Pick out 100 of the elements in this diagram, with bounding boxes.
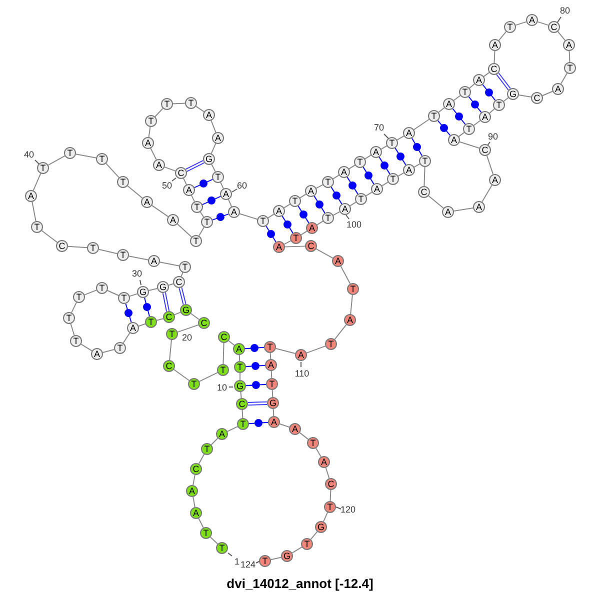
backbone-line	[340, 266, 351, 284]
backbone-line	[242, 410, 244, 418]
backbone-line	[174, 312, 181, 316]
base-pair-bond	[143, 297, 151, 317]
backbone-line	[210, 143, 216, 154]
backbone-line	[486, 155, 494, 175]
backbone-line	[316, 184, 324, 189]
backbone-line	[198, 226, 204, 236]
base-pair-bond	[482, 84, 496, 101]
position-number: 110	[294, 370, 310, 378]
position-number: 70	[374, 124, 384, 132]
backbone-line	[41, 230, 58, 243]
backbone-line	[557, 31, 566, 41]
base-pair-bond	[246, 381, 266, 389]
position-number: 80	[560, 6, 570, 16]
backbone-line	[560, 72, 568, 84]
backbone-line	[200, 212, 204, 218]
backbone-line	[424, 166, 426, 186]
backbone-line	[537, 21, 549, 26]
backbone-line	[350, 294, 353, 315]
backbone-line	[164, 166, 176, 172]
backbone-line	[192, 496, 196, 508]
base-pair-bond	[248, 419, 268, 427]
base-pair-bond	[162, 292, 170, 312]
backbone-line	[364, 154, 372, 160]
backbone-line	[148, 288, 158, 292]
backbone-line	[284, 246, 306, 248]
backbone-line	[75, 154, 97, 158]
backbone-line	[151, 204, 169, 218]
backbone-line	[330, 490, 332, 502]
backbone-line	[32, 201, 36, 222]
backbone-line	[482, 184, 492, 202]
base-pair-bond	[362, 166, 374, 184]
base-pair-bond	[437, 120, 451, 136]
backbone-line	[172, 102, 186, 104]
backbone-line	[414, 163, 420, 168]
backbone-line	[498, 31, 507, 41]
position-number: 120	[340, 506, 356, 514]
backbone-line	[128, 256, 149, 260]
position-number: 100	[346, 220, 362, 230]
backbone-line	[196, 106, 204, 112]
base-pair-bond	[194, 178, 214, 188]
position-number: 124	[240, 560, 256, 570]
backbone-line	[32, 173, 42, 191]
backbone-line	[284, 240, 292, 245]
backbone-line	[150, 148, 157, 160]
backbone-line	[98, 248, 118, 254]
backbone-line	[222, 342, 224, 364]
backbone-line	[129, 293, 138, 297]
backbone-line	[238, 354, 240, 362]
backbone-line	[198, 454, 205, 464]
backbone-line	[316, 448, 322, 458]
backbone-line	[122, 332, 130, 344]
backbone-line	[138, 323, 146, 327]
backbone-line	[240, 391, 242, 399]
backbone-line	[106, 290, 120, 296]
position-number: 40	[24, 150, 34, 160]
backbone-line	[192, 474, 196, 486]
backbone-line	[176, 224, 192, 238]
backbone-line	[148, 126, 151, 138]
backbone-line	[177, 324, 199, 333]
base-pair-bond	[212, 213, 229, 221]
base-pair-bond	[124, 303, 132, 323]
backbone-line	[159, 262, 180, 266]
position-number: 1	[234, 558, 240, 566]
backbone-line	[310, 531, 318, 540]
base-pair-bond	[266, 226, 276, 242]
base-pair-bond	[298, 206, 310, 224]
backbone-line	[459, 141, 480, 149]
backbone-line	[198, 518, 204, 528]
position-number: 90	[488, 132, 498, 142]
backbone-line	[228, 340, 235, 346]
base-pair-bond	[314, 196, 326, 214]
backbone-line	[348, 164, 356, 170]
backbone-line	[413, 118, 430, 130]
backbone-line	[198, 372, 218, 382]
backbone-line	[268, 214, 274, 218]
backbone-line	[332, 174, 340, 180]
backbone-line	[210, 438, 218, 446]
backbone-line	[279, 423, 290, 428]
position-number: 10	[217, 384, 227, 392]
backbone-line	[84, 290, 97, 296]
backbone-line	[70, 323, 75, 336]
backbone-line	[226, 426, 238, 432]
backbone-line	[332, 211, 340, 216]
backbone-line	[518, 94, 532, 98]
structure-title: dvi_14012_annot [-12.4]	[226, 577, 374, 590]
base-pair-bond	[411, 138, 423, 156]
backbone-line	[350, 202, 356, 206]
base-pair-bond	[452, 108, 466, 125]
backbone-line	[428, 195, 444, 209]
backbone-line	[292, 546, 302, 554]
backbone-line	[299, 432, 309, 440]
backbone-line	[380, 145, 388, 150]
backbone-line	[382, 182, 388, 186]
backbone-line	[316, 220, 324, 226]
backbone-line	[515, 21, 527, 26]
backbone-line	[210, 536, 218, 544]
base-pair-bond	[282, 216, 294, 234]
backbone-line	[168, 283, 174, 286]
